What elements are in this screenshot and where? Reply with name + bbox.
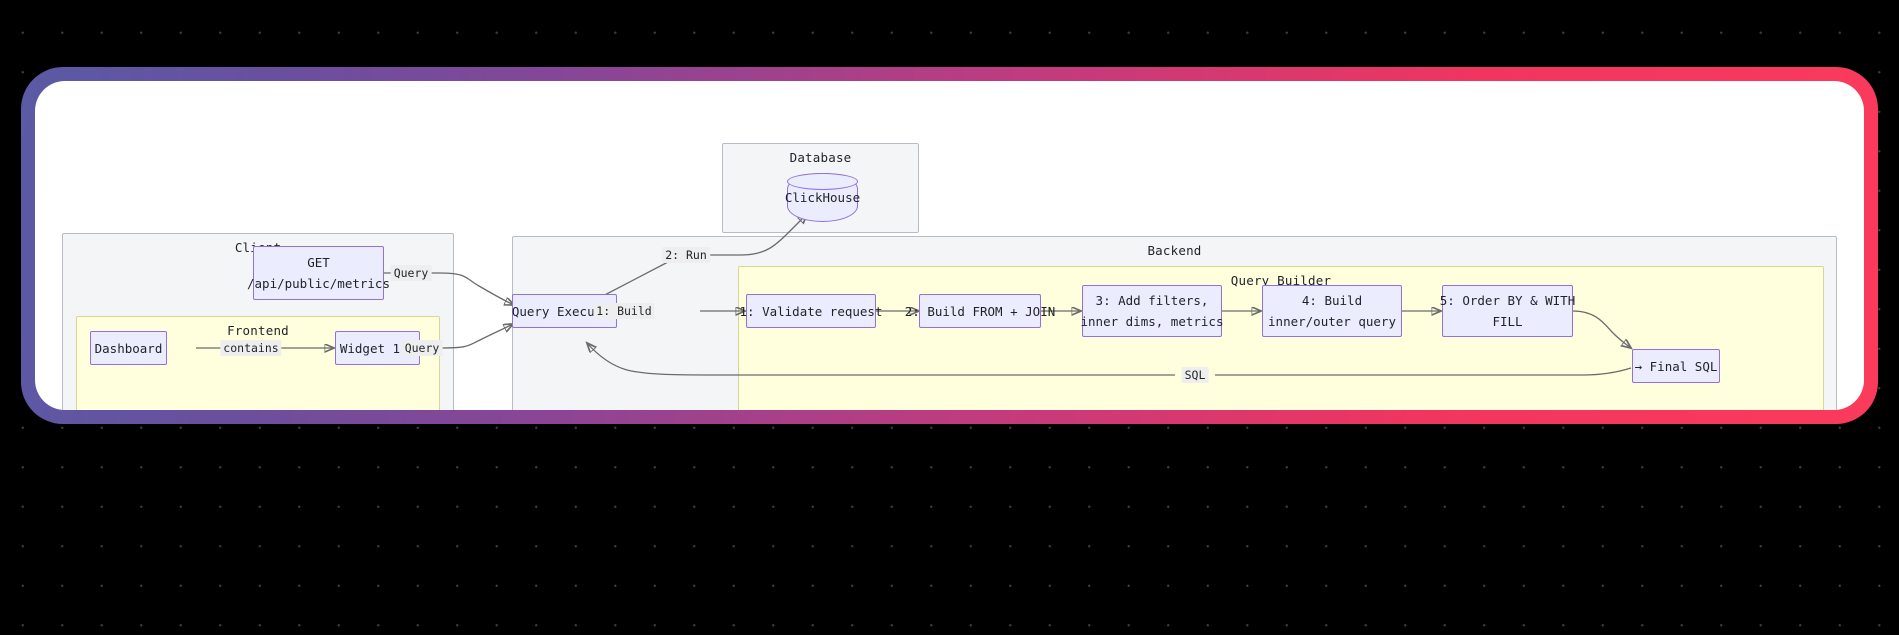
edge-label-query-api: Query bbox=[390, 265, 432, 281]
node-final-sql-label: → Final SQL bbox=[1634, 358, 1718, 374]
subgraph-database-title: Database bbox=[789, 150, 852, 165]
node-step-2-label: 2: Build FROM + JOIN bbox=[904, 303, 1056, 319]
node-final-sql[interactable]: → Final SQL bbox=[1632, 349, 1720, 383]
node-step-1-validate[interactable]: 1: Validate request bbox=[740, 294, 883, 328]
gradient-frame: Database Client Frontend Backend Query B… bbox=[21, 67, 1878, 424]
node-widget[interactable]: Widget 1-N bbox=[335, 331, 420, 365]
node-dashboard-label: Dashboard bbox=[94, 340, 163, 356]
edge-label-build: 1: Build bbox=[593, 303, 655, 319]
subgraph-frontend-title: Frontend bbox=[227, 323, 289, 338]
edge-api-to-executor bbox=[384, 272, 514, 305]
edge-executor-run-a bbox=[596, 261, 669, 300]
edge-label-contains: contains bbox=[220, 340, 282, 356]
edge-label-sql: SQL bbox=[1181, 367, 1209, 383]
node-step-4-build-query[interactable]: 4: Build inner/outer query bbox=[1262, 285, 1402, 337]
node-step-4-label-line2: inner/outer query bbox=[1268, 314, 1396, 329]
edge-label-query-widget: Query bbox=[401, 340, 443, 356]
edge-layer bbox=[196, 81, 1864, 376]
node-step-3-label-line1: 3: Add filters, bbox=[1095, 293, 1209, 308]
node-step-3-add-filters[interactable]: 3: Add filters, inner dims, metrics bbox=[1080, 285, 1224, 337]
diagram-white-panel: Database Client Frontend Backend Query B… bbox=[35, 81, 1864, 410]
node-api-endpoint[interactable]: GET /api/public/metrics bbox=[247, 246, 390, 300]
node-step-4-label-line1: 4: Build bbox=[1301, 293, 1363, 308]
subgraph-backend-title: Backend bbox=[1147, 243, 1202, 258]
node-api-endpoint-path: /api/public/metrics bbox=[247, 276, 390, 291]
node-step-5-order-by[interactable]: 5: Order BY & WITH FILL bbox=[1439, 285, 1576, 337]
node-step-5-label-line2: FILL bbox=[1492, 314, 1523, 329]
edge-label-run: 2: Run bbox=[662, 247, 710, 263]
node-dashboard[interactable]: Dashboard bbox=[90, 331, 167, 365]
node-clickhouse[interactable]: ClickHouse bbox=[784, 173, 861, 222]
node-clickhouse-label: ClickHouse bbox=[784, 190, 861, 205]
edge-run-clickhouse bbox=[704, 214, 807, 256]
node-step-3-label-line2: inner dims, metrics bbox=[1080, 314, 1224, 329]
node-widget-label: Widget 1-N bbox=[339, 340, 416, 356]
node-step-5-label-line1: 5: Order BY & WITH bbox=[1439, 293, 1576, 308]
edge-finalsql-sql-a bbox=[1215, 367, 1632, 376]
node-step-2-build-from-join[interactable]: 2: Build FROM + JOIN bbox=[905, 294, 1055, 328]
edge-sql-executor bbox=[587, 343, 1175, 376]
node-step-1-label: 1: Validate request bbox=[739, 303, 883, 319]
edge-step5-finalsql bbox=[1572, 310, 1631, 348]
subgraph-query-builder-title: Query Builder bbox=[1230, 273, 1332, 288]
edge-widget-to-executor bbox=[407, 324, 513, 349]
node-api-endpoint-method: GET bbox=[307, 255, 330, 270]
node-query-executor-label: Query Executor bbox=[511, 303, 618, 319]
